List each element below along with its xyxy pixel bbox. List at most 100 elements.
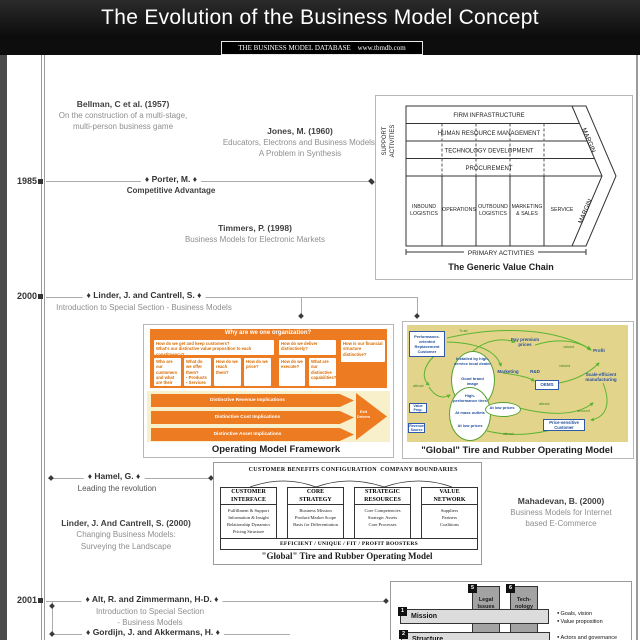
vc-primary-service: SERVICE [551, 207, 574, 213]
om-offer-title: What do we offer them? [186, 359, 203, 375]
om-arrows-panel: Distinctive Revenue Implications Distinc… [147, 391, 390, 442]
af-badge-5: 5 [468, 584, 477, 593]
vc-primary-inbound: INBOUND [412, 204, 436, 210]
entry-alt-line1: Introduction to Special Section [95, 607, 205, 616]
vc-primary-outbound2: LOGISTICS [479, 211, 507, 217]
af-tech-line1: Tech- [516, 597, 532, 603]
tire-installed: Installed by high-service local dealer [454, 356, 491, 366]
vc-row-firm: FIRM INFRASTRUCTURE [453, 113, 524, 119]
connector-2000-tire [417, 297, 418, 316]
diamond-gordijn-top [49, 603, 55, 609]
hamel-arcs [249, 480, 453, 488]
om-q-financial: How is our financial structure distincti… [341, 340, 385, 362]
tire-legend-revenue: Revenue Source [408, 423, 425, 433]
vc-primary-inbound2: LOGISTICS [410, 211, 438, 217]
af-legal-line1: Legal [478, 597, 494, 603]
om-arrow-revenue: Distinctive Revenue Implications [151, 394, 354, 407]
tire-model-panel: Performance-oriented Replacement Custome… [402, 321, 634, 459]
connector-gordijn [52, 601, 53, 634]
hamel-col4-title2: NETWORK [433, 496, 466, 503]
om-box-who: Who are our customers and what are their… [154, 358, 181, 386]
om-box-execute: How do we execute? [279, 358, 305, 386]
hamel-col-core-strategy: CORE STRATEGY Business Mission Product/M… [287, 487, 344, 539]
hamel-col1-item3: Relationship Dynamics [227, 522, 270, 528]
brand-name: THE BUSINESS MODEL DATABASE [238, 44, 351, 52]
hamel-col4-title1: VALUE [439, 489, 460, 495]
af-bullet-goals: Goals, vision [557, 610, 593, 617]
om-arrow-cost: Distinctive Cost Implications [151, 411, 354, 424]
line-1985 [46, 181, 374, 182]
vc-support-label1: SUPPORT [382, 126, 388, 155]
tire-legend-value-prop: Value Prop. [409, 403, 427, 413]
hamel-col1-item2: Information & Insight [228, 515, 269, 521]
entry-linder2000-line2: Surveying the Landscape [80, 542, 172, 551]
tire-low-prices: At low prices [457, 423, 483, 428]
tick-2001 [38, 598, 43, 603]
hamel-col1-item4: Pricing Structure [232, 529, 265, 535]
hamel-col3-item3: Core Processes [368, 522, 397, 528]
tire-brand-image: Good brand image [461, 376, 484, 386]
hamel-col2-title2: STRATEGY [299, 496, 332, 503]
entry-alt-label: ♦ Alt, R. and Zimmermann, H-D. ♦ [81, 594, 223, 604]
om-q-deliver: How do we deliver distinctively? [279, 340, 336, 355]
tire-ellipse-bottom [449, 387, 491, 441]
hamel-col1-title1: CUSTOMER [231, 489, 266, 495]
value-chain-panel: FIRM INFRASTRUCTURE HUMAN RESOURCE MANAG… [369, 95, 633, 280]
year-2000: 2000 [17, 291, 38, 301]
entry-jones-line2: A Problem in Synthesis [258, 149, 342, 158]
tire-model-canvas: Performance-oriented Replacement Custome… [407, 325, 628, 442]
left-edge-strip [0, 55, 7, 640]
vc-primary-marketing2: & SALES [516, 211, 538, 217]
entry-linder2000-author: Linder, J. And Cantrell, S. (2000) [61, 518, 191, 528]
vc-primary-outbound: OUTBOUND [478, 204, 508, 210]
operating-model-panel: Why are we one organization? How do we g… [143, 324, 394, 458]
vc-support-label2: ACTIVITIES [390, 125, 396, 158]
af-bar-structure: Structure [401, 632, 550, 640]
diamond-hamel-left [48, 475, 54, 481]
hamel-bridge-company-boundaries: COMPANY BOUNDARIES [380, 467, 458, 473]
tire-label-attract2: attract [503, 432, 514, 436]
om-question-panel: Why are we one organization? How do we g… [150, 329, 387, 388]
tire-low-prices2-ellipse [485, 402, 521, 417]
om-box-capabilities: What are our distinctive capabilities? [309, 358, 336, 386]
tire-pay-premium: Pay premium prices [510, 337, 540, 348]
tire-price-customer-box: Price-sensitive Customer [543, 419, 585, 431]
hamel-col1-title2: INTERFACE [231, 496, 266, 503]
tire-scale: Scale-efficient manufacturing [585, 372, 617, 383]
tick-2000 [38, 294, 43, 299]
af-badge-6: 6 [506, 584, 515, 593]
vc-row-tech: TECHNOLOGY DEVELOPMENT [445, 149, 534, 155]
entry-porter-label: ♦ Porter, M. ♦ [140, 174, 202, 184]
page-title: The Evolution of the Business Model Conc… [101, 6, 539, 29]
entry-jones-author: Jones, M. (1960) [267, 126, 333, 136]
tire-label-valued: valued [563, 345, 575, 349]
af-bullet-value: Value proposition [557, 618, 603, 625]
om-offer-item2: Services [186, 380, 209, 385]
right-border-line [636, 55, 638, 640]
entry-bellman-line2: multi-person business game [72, 122, 174, 131]
line-2000 [46, 297, 418, 298]
hamel-col3-item2: Strategic Assets [367, 515, 398, 521]
hamel-col2-item1: Business Mission [299, 508, 332, 513]
entry-porter-sub: Competitive Advantage [123, 186, 219, 195]
om-q-customers: How do we get and keep customers? What's… [154, 340, 274, 355]
om-header: Why are we one organization? [224, 330, 312, 336]
brand-badge: THE BUSINESS MODEL DATABASE www.tbmdb.co… [221, 41, 423, 55]
om-box-reach: How do we reach them? [214, 358, 241, 386]
hamel-col4-item1: Suppliers [440, 508, 459, 513]
hamel-col-customer-interface: CUSTOMER INTERFACE Fulfillment & Support… [220, 487, 277, 539]
af-legal-line2: Issues [477, 603, 495, 610]
hamel-caption: "Global" Tire and Rubber Operating Model [261, 551, 433, 561]
value-chain-caption: The Generic Value Chain [448, 262, 554, 272]
hamel-col3-title2: RESOURCES [364, 496, 401, 503]
operating-model-caption: Operating Model Framework [211, 444, 341, 455]
diamond-alt-right [383, 598, 389, 604]
tire-label-attract: attract [413, 384, 424, 388]
hamel-col4-item2: Partners [441, 515, 458, 521]
tire-label-attracts: attract [539, 402, 550, 406]
om-box-price: How do we price? [244, 358, 271, 386]
hamel-col2-title1: CORE [306, 489, 325, 495]
hamel-bridge-customer-benefits: CUSTOMER BENEFITS [248, 467, 320, 473]
tire-label-trust: Trust [459, 329, 468, 333]
